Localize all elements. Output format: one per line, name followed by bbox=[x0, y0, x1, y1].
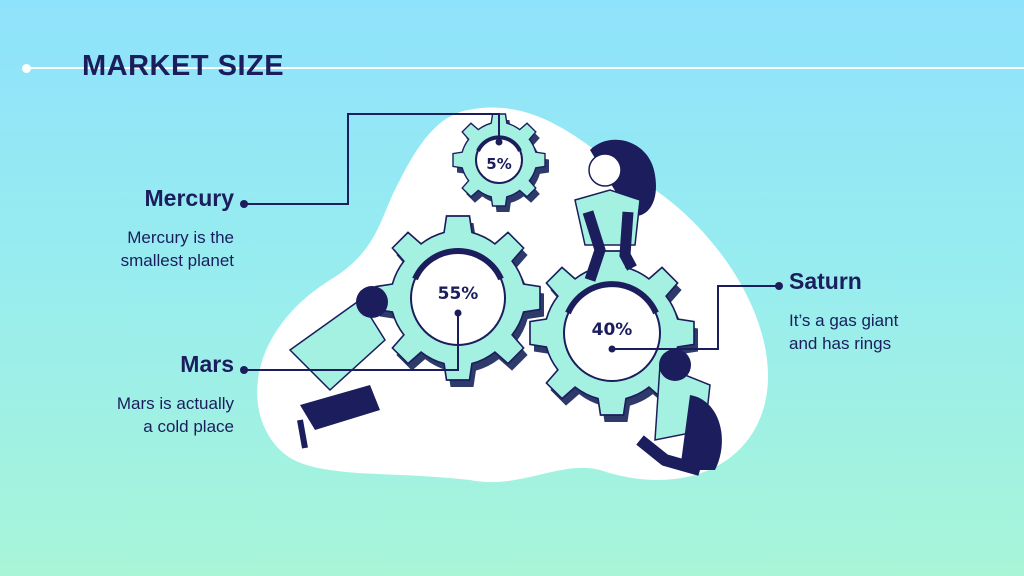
mars-gear-dot bbox=[454, 309, 462, 317]
slide-title: MARKET SIZE bbox=[82, 50, 285, 82]
mercury-connector-dot bbox=[240, 200, 248, 208]
saturn-connector bbox=[612, 285, 779, 350]
saturn-description: It’s a gas giant and has rings bbox=[789, 311, 899, 353]
person-left-man bbox=[288, 286, 388, 449]
title-divider-dot bbox=[22, 64, 31, 73]
mars-connector bbox=[244, 313, 459, 371]
mercury-name: Mercury bbox=[144, 185, 234, 211]
person-top-woman bbox=[574, 139, 656, 282]
title-divider-line bbox=[26, 67, 1024, 69]
saturn-gear-dot bbox=[608, 345, 616, 353]
mercury-description: Mercury is the smallest planet bbox=[120, 228, 234, 270]
saturn-connector-dot bbox=[775, 282, 783, 290]
saturn-name: Saturn bbox=[789, 268, 862, 294]
person-bottom-woman bbox=[636, 349, 722, 476]
mercury-percent: 5% bbox=[486, 155, 511, 173]
connector-lines bbox=[244, 113, 779, 371]
mars-description: Mars is actually a cold place bbox=[116, 394, 234, 436]
mercury-gear-dot bbox=[495, 138, 503, 146]
saturn-percent: 40% bbox=[592, 320, 633, 340]
mars-name: Mars bbox=[180, 351, 234, 377]
mars-connector-dot bbox=[240, 366, 248, 374]
mercury-connector bbox=[244, 113, 500, 205]
mars-percent: 55% bbox=[438, 284, 479, 304]
